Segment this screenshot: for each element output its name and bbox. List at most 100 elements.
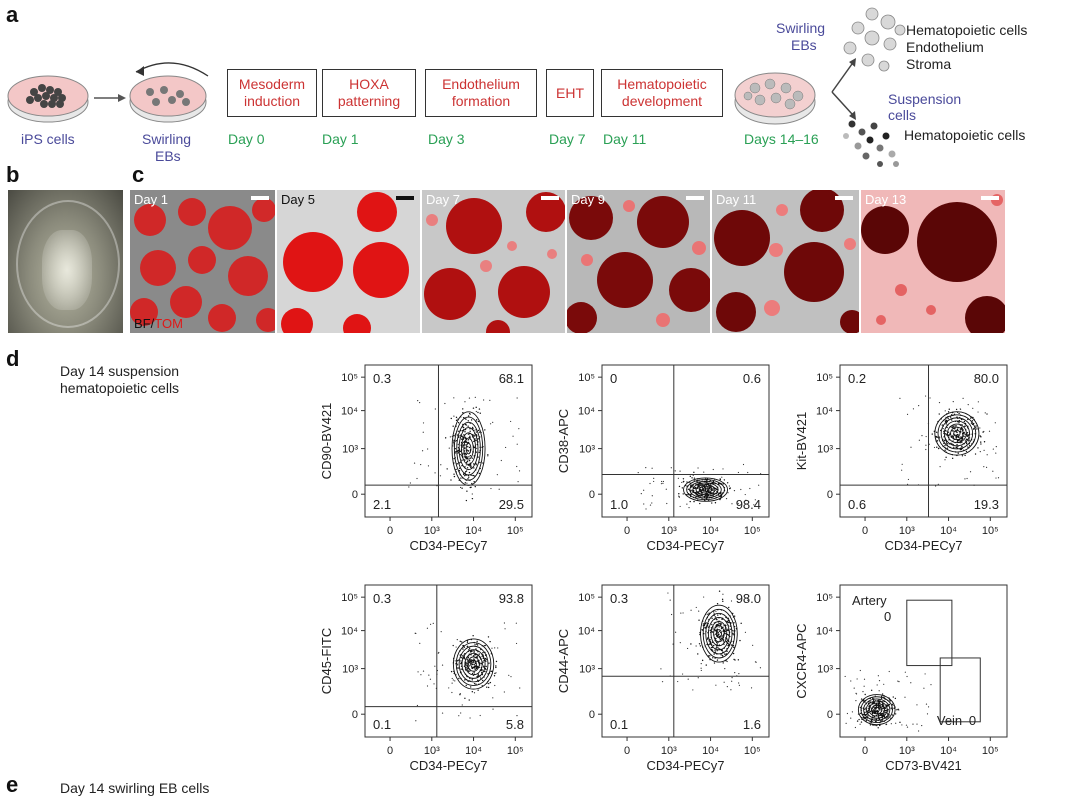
- y-tick-label: 10³: [579, 444, 595, 456]
- event-dot: [678, 496, 681, 498]
- event-dot: [682, 612, 684, 614]
- event-dot: [726, 660, 728, 663]
- event-dot: [711, 623, 713, 626]
- event-dot: [962, 437, 964, 440]
- branch-arrows-icon: [831, 63, 853, 115]
- event-dot: [468, 471, 471, 474]
- y-tick-label: 10³: [342, 664, 358, 676]
- event-dot: [508, 674, 510, 676]
- event-dot: [983, 441, 986, 443]
- event-dot: [697, 677, 699, 679]
- event-dot: [969, 471, 972, 473]
- event-dot: [717, 631, 719, 634]
- event-dot: [737, 659, 740, 661]
- event-dot: [910, 446, 912, 448]
- event-dot: [485, 668, 487, 671]
- event-dot: [452, 441, 455, 443]
- event-dot: [951, 419, 953, 421]
- event-dot: [985, 466, 988, 468]
- event-dot: [420, 463, 422, 466]
- event-dot: [723, 681, 725, 683]
- event-dot: [955, 425, 957, 427]
- event-dot: [956, 447, 959, 449]
- contour-line: [461, 432, 477, 465]
- event-dot: [471, 667, 474, 670]
- contour-line: [713, 625, 725, 643]
- event-dot: [483, 399, 485, 401]
- event-dot: [458, 435, 460, 437]
- event-dot: [465, 440, 467, 443]
- event-dot: [750, 687, 753, 689]
- panel-e-title: Day 14 swirling EB cells: [60, 780, 210, 796]
- event-dot: [465, 464, 467, 466]
- event-dot: [719, 479, 722, 481]
- event-dot: [945, 434, 947, 436]
- event-dot: [945, 456, 947, 459]
- event-dot: [475, 648, 477, 650]
- event-dot: [457, 443, 459, 445]
- event-dot: [727, 628, 729, 631]
- event-dot: [859, 706, 861, 709]
- x-tick-label: 10⁴: [702, 745, 719, 757]
- event-dot: [878, 699, 880, 701]
- event-dot: [884, 711, 886, 714]
- event-dot: [512, 435, 514, 437]
- event-dot: [724, 629, 726, 631]
- event-dot: [869, 724, 872, 726]
- event-dot: [871, 697, 874, 699]
- event-dot: [485, 660, 487, 662]
- event-dot: [887, 708, 889, 711]
- event-dot: [742, 463, 745, 466]
- plot-frame: [601, 584, 770, 738]
- event-dot: [464, 459, 466, 461]
- event-dot: [979, 451, 981, 453]
- event-dot: [498, 488, 500, 490]
- vein-gate: [939, 657, 981, 723]
- event-dot: [660, 483, 663, 485]
- event-dot: [462, 444, 464, 446]
- event-dot: [891, 703, 894, 706]
- event-dot: [691, 489, 693, 491]
- event-dot: [473, 671, 475, 673]
- event-dot: [977, 401, 979, 403]
- event-dot: [470, 659, 472, 661]
- event-dot: [699, 645, 702, 647]
- event-dot: [744, 500, 746, 502]
- event-dot: [466, 641, 469, 643]
- event-dot: [480, 662, 482, 665]
- event-dot: [955, 446, 957, 449]
- event-dot: [846, 712, 849, 715]
- event-dot: [475, 406, 477, 409]
- event-dot: [432, 622, 434, 624]
- event-dot: [898, 681, 900, 683]
- event-dot: [472, 655, 475, 657]
- event-dot: [678, 495, 680, 497]
- event-dot: [439, 475, 442, 477]
- event-dot: [880, 697, 883, 700]
- event-dot: [859, 723, 861, 725]
- event-dot: [711, 502, 713, 504]
- event-dot: [510, 676, 512, 678]
- event-dot: [728, 621, 730, 624]
- event-dot: [715, 487, 717, 490]
- event-dot: [457, 430, 460, 433]
- event-dot: [681, 673, 684, 675]
- event-dot: [500, 459, 502, 462]
- event-dot: [864, 693, 866, 696]
- event-dot: [716, 659, 719, 661]
- x-tick-label: 10⁴: [940, 525, 957, 537]
- event-dot: [697, 653, 699, 655]
- event-dot: [722, 639, 725, 641]
- contour-line: [863, 698, 891, 721]
- step-hematopoietic: Hematopoietic development: [601, 69, 723, 117]
- event-dot: [477, 420, 480, 423]
- event-dot: [709, 638, 711, 641]
- suspension-label-1: Suspension: [888, 91, 962, 107]
- x-tick-label: 10⁴: [940, 745, 957, 757]
- event-dot: [865, 716, 867, 719]
- event-dot: [936, 446, 938, 448]
- quadrant-bottom-left: 0.1: [373, 717, 391, 732]
- event-dot: [434, 665, 436, 667]
- event-dot: [649, 482, 651, 485]
- event-dot: [722, 468, 724, 470]
